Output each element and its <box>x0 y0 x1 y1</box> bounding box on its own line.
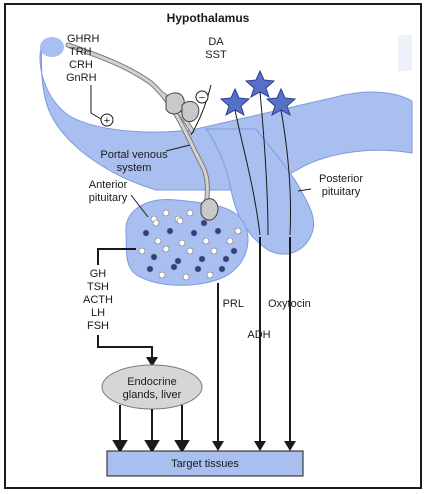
minus-sign: − <box>199 92 205 104</box>
magnocellular-neurons <box>221 71 295 115</box>
label-ghrh: GHRH <box>67 33 99 45</box>
pituitary-cell <box>177 218 183 224</box>
pituitary-cell <box>219 266 225 272</box>
pituitary-diagram: + − Hypothalamus GHRH TRH CRH GnRH DA SS… <box>6 5 422 489</box>
pituitary-cell <box>227 238 233 244</box>
pituitary-cell <box>187 248 193 254</box>
pituitary-cell <box>147 266 153 272</box>
anterior-to-endocrine-arrow <box>98 335 152 359</box>
label-sst: SST <box>205 49 227 61</box>
label-posterior-line2: pituitary <box>322 186 361 198</box>
pituitary-cell <box>171 264 177 270</box>
label-anterior-line1: Anterior <box>89 179 128 191</box>
pituitary-cell <box>167 228 173 234</box>
label-lh: LH <box>91 307 105 319</box>
label-anterior-line2: pituitary <box>89 192 128 204</box>
pituitary-cell <box>203 238 209 244</box>
label-endocrine-line2: glands, liver <box>123 389 182 401</box>
pituitary-cell <box>155 238 161 244</box>
plus-sign: + <box>104 115 110 127</box>
arrowhead-prl <box>212 441 224 451</box>
pituitary-cell <box>211 248 217 254</box>
pituitary-cell <box>195 266 201 272</box>
label-gnrh: GnRH <box>66 72 97 84</box>
hypothalamus-left-lobe <box>40 37 64 57</box>
releasing-connector <box>91 85 101 119</box>
pituitary-cell <box>139 248 145 254</box>
label-portal-line2: system <box>117 162 152 174</box>
label-posterior-line1: Posterior <box>319 173 363 185</box>
pituitary-cell <box>163 246 169 252</box>
arrowhead-oxytocin <box>284 441 296 451</box>
title-hypothalamus: Hypothalamus <box>167 11 250 25</box>
label-crh: CRH <box>69 59 93 71</box>
pituitary-cell <box>151 254 157 260</box>
pituitary-cell <box>191 230 197 236</box>
pituitary-cell <box>175 258 181 264</box>
pituitary-cell <box>223 256 229 262</box>
background-watermark <box>398 35 412 71</box>
label-prl: PRL <box>223 298 244 310</box>
pituitary-cell <box>199 256 205 262</box>
pituitary-cell <box>231 248 237 254</box>
label-target-tissues: Target tissues <box>171 458 239 470</box>
label-trh: TRH <box>69 46 92 58</box>
label-portal-line1: Portal venous <box>100 149 168 161</box>
label-acth: ACTH <box>83 294 113 306</box>
pituitary-cell <box>153 220 159 226</box>
arrowhead-adh <box>254 441 266 451</box>
label-gh: GH <box>90 268 107 280</box>
label-endocrine-line1: Endocrine <box>127 376 177 388</box>
pituitary-cell <box>183 274 189 280</box>
pituitary-cell <box>201 220 207 226</box>
label-tsh: TSH <box>87 281 109 293</box>
pituitary-cell <box>179 240 185 246</box>
label-da: DA <box>208 36 224 48</box>
pituitary-cell <box>159 272 165 278</box>
endocrine-target-arrows <box>114 405 188 451</box>
label-oxytocin: Oxytocin <box>268 298 311 310</box>
label-fsh: FSH <box>87 320 109 332</box>
pituitary-cell <box>207 272 213 278</box>
label-adh: ADH <box>247 329 270 341</box>
pituitary-cell <box>215 228 221 234</box>
diagram-frame: + − Hypothalamus GHRH TRH CRH GnRH DA SS… <box>4 3 422 489</box>
pituitary-cell <box>143 230 149 236</box>
pituitary-cell <box>235 228 241 234</box>
stimulation-symbol: + <box>101 114 113 127</box>
